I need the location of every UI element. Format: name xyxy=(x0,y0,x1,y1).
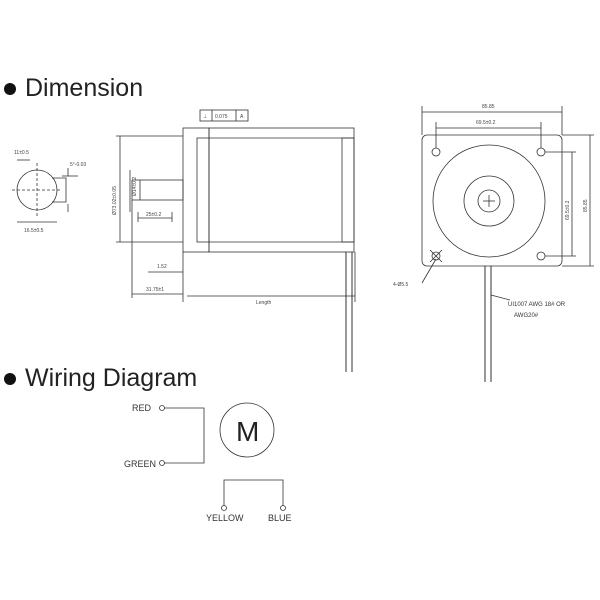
shaft-end-view xyxy=(12,159,78,223)
terminal-yellow xyxy=(221,505,227,511)
shaft xyxy=(131,179,184,201)
pilot xyxy=(196,137,210,243)
tolerance-value: 0.075 xyxy=(215,114,228,120)
yellow-blue-winding xyxy=(223,479,284,508)
terminal-green xyxy=(159,460,165,466)
shaft-circle xyxy=(477,189,501,213)
body-circle xyxy=(432,144,546,258)
mount-hole xyxy=(536,251,546,261)
terminal-red xyxy=(159,405,165,411)
shaft-length-label: 31.75±1 xyxy=(146,287,164,293)
shaft-diameter-label: Ø14±0.2 xyxy=(132,177,138,196)
pilot-circle xyxy=(463,175,515,227)
front-view xyxy=(421,106,594,382)
motor-symbol xyxy=(219,402,275,458)
shaft-flat xyxy=(52,177,67,203)
flat-length-label: 25±0.2 xyxy=(146,212,161,218)
motor-body xyxy=(208,127,355,253)
height-label: 85.85 xyxy=(583,199,589,212)
mount-hole xyxy=(431,251,441,261)
bullet-icon xyxy=(4,372,16,385)
flange xyxy=(182,127,210,253)
width-label: 85.85 xyxy=(482,104,495,110)
length-label: Length xyxy=(256,300,272,306)
terminal-blue xyxy=(280,505,286,511)
flange-face xyxy=(421,134,563,267)
bullet-icon xyxy=(4,82,16,95)
tolerance-datum: A xyxy=(240,114,244,120)
wiring-heading: Wiring Diagram xyxy=(4,364,197,393)
dimension-heading: Dimension xyxy=(4,74,143,103)
dim-label: 16.5±0.5 xyxy=(24,228,44,234)
wire-label-green: GREEN xyxy=(124,459,156,469)
wiring-title: Wiring Diagram xyxy=(25,364,198,392)
side-view xyxy=(116,109,356,372)
dim-label: 11±0.5 xyxy=(14,150,29,156)
dimension-title: Dimension xyxy=(25,74,144,102)
mount-hole xyxy=(431,147,441,157)
red-green-winding xyxy=(163,407,205,464)
wire-spec-label-2: AWG20# xyxy=(514,313,539,319)
motor-label: M xyxy=(236,416,259,447)
rear-cap xyxy=(341,137,355,243)
mount-hole xyxy=(536,147,546,157)
wiring-diagram xyxy=(159,402,286,511)
leader-line xyxy=(421,258,437,284)
step-label: 1.52 xyxy=(157,264,167,270)
wire-label-yellow: YELLOW xyxy=(206,513,244,523)
tolerance-frame xyxy=(199,109,249,122)
wire-spec-label: UI1007 AWG 18# OR xyxy=(508,302,566,308)
mount-hole-label: 4-Ø5.5 xyxy=(393,282,409,288)
leader-line xyxy=(490,294,511,301)
wire-label-blue: BLUE xyxy=(268,513,292,523)
hole-spacing-side-label: 69.5±0.2 xyxy=(565,200,571,220)
pilot-diameter-label: Ø73.02±0.05 xyxy=(112,186,118,215)
tolerance-symbol: ⊥ xyxy=(203,114,207,120)
dim-label: 5°-0.03 xyxy=(70,162,86,168)
hole-spacing-label: 69.5±0.2 xyxy=(476,120,496,126)
wire-label-red: RED xyxy=(132,403,152,413)
hole-cross xyxy=(429,249,443,263)
